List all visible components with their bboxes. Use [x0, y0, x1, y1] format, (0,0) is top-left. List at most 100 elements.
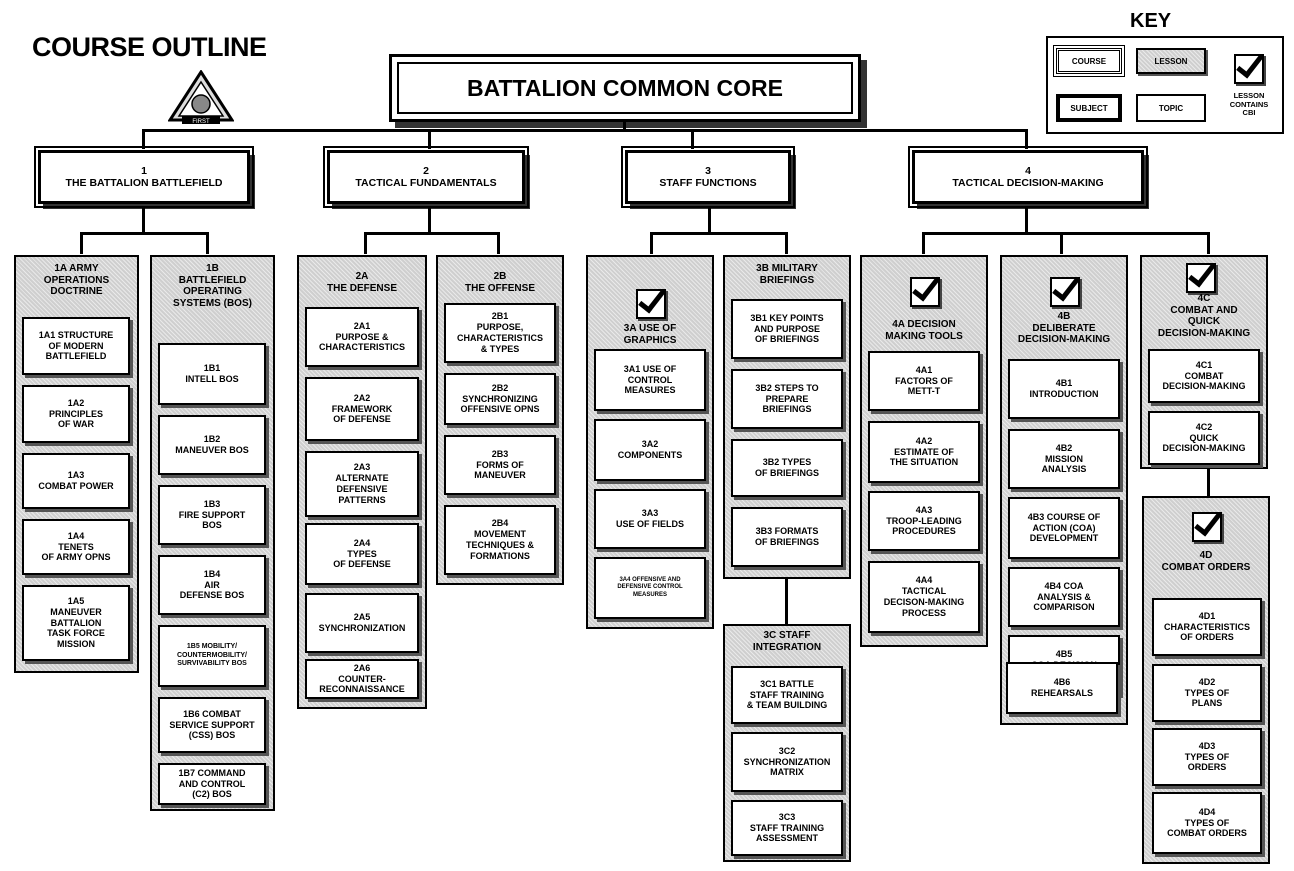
key-topic-swatch: TOPIC: [1136, 94, 1206, 122]
topic-box: 1B3 FIRE SUPPORT BOS: [158, 485, 266, 545]
key-legend: COURSE LESSON SUBJECT TOPIC LESSON CONTA…: [1046, 36, 1284, 134]
topic-box: 2A1 PURPOSE & CHARACTERISTICS: [305, 307, 419, 367]
lesson-1B: 1B BATTLEFIELD OPERATING SYSTEMS (BOS) 1…: [150, 255, 275, 811]
topic-box: 2A6 COUNTER- RECONNAISSANCE: [305, 659, 419, 699]
checkmark-icon: [1186, 263, 1216, 293]
topic-box: 4B1 INTRODUCTION: [1008, 359, 1120, 419]
topic-box: 4A3 TROOP-LEADING PROCEDURES: [868, 491, 980, 551]
unit-logo: FIRST: [167, 69, 235, 126]
checkmark-icon: [1192, 512, 1222, 542]
topic-box: 2A3 ALTERNATE DEFENSIVE PATTERNS: [305, 451, 419, 517]
connector: [497, 232, 500, 254]
topic-box: 3A4 OFFENSIVE AND DEFENSIVE CONTROL MEAS…: [594, 557, 706, 619]
connector: [142, 208, 145, 234]
key-lesson-swatch: LESSON: [1136, 48, 1206, 74]
topic-box: 4A2 ESTIMATE OF THE SITUATION: [868, 421, 980, 483]
topic-box: 3B2 TYPES OF BRIEFINGS: [731, 439, 843, 497]
topic-box: 3B3 FORMATS OF BRIEFINGS: [731, 507, 843, 567]
key-cbi-label: LESSON CONTAINS CBI: [1229, 91, 1269, 118]
lesson-title: 4B DELIBERATE DECISION-MAKING: [1017, 311, 1111, 345]
topic-box: 2B1 PURPOSE, CHARACTERISTICS & TYPES: [444, 303, 556, 363]
topic-box: 4B3 COURSE OF ACTION (COA) DEVELOPMENT: [1008, 497, 1120, 559]
topic-box: 1B7 COMMAND AND CONTROL (C2) BOS: [158, 763, 266, 805]
lesson-title: 3A USE OF GRAPHICS: [623, 323, 677, 346]
connector: [1025, 208, 1028, 234]
lesson-2B: 2B THE OFFENSE 2B1 PURPOSE, CHARACTERIST…: [436, 255, 564, 585]
topic-box: 2A4 TYPES OF DEFENSE: [305, 523, 419, 585]
connector: [922, 232, 925, 254]
topic-box: 4A4 TACTICAL DECISON-MAKING PROCESS: [868, 561, 980, 633]
topic-box: 1B4 AIR DEFENSE BOS: [158, 555, 266, 615]
connector: [364, 232, 367, 254]
topic-box: 1B2 MANEUVER BOS: [158, 415, 266, 475]
topic-box: 3C3 STAFF TRAINING ASSESSMENT: [731, 800, 843, 856]
connector: [1207, 468, 1210, 496]
lesson-title: 4A DECISION MAKING TOOLS: [885, 319, 963, 342]
topic-box: 2B3 FORMS OF MANEUVER: [444, 435, 556, 495]
key-title: KEY: [1130, 10, 1172, 32]
lesson-title: 2B THE OFFENSE: [464, 271, 535, 294]
connector: [80, 232, 208, 235]
subject-number: 3: [705, 165, 711, 177]
topic-box: 4B4 COA ANALYSIS & COMPARISON: [1008, 567, 1120, 627]
topic-box: 3A1 USE OF CONTROL MEASURES: [594, 349, 706, 411]
lesson-title: 3C STAFF INTEGRATION: [752, 630, 822, 653]
lesson-3A: 3A USE OF GRAPHICS 3A1 USE OF CONTROL ME…: [586, 255, 714, 629]
topic-box: 2B2 SYNCHRONIZING OFFENSIVE OPNS: [444, 373, 556, 425]
subject-name: THE BATTALION BATTLEFIELD: [65, 177, 223, 189]
connector: [650, 232, 653, 254]
topic-box: 3A2 COMPONENTS: [594, 419, 706, 481]
topic-box: 2A2 FRAMEWORK OF DEFENSE: [305, 377, 419, 441]
connector: [1207, 232, 1210, 254]
connector: [142, 129, 145, 149]
connector: [691, 129, 694, 149]
topic-box: 4D2 TYPES OF PLANS: [1152, 664, 1262, 722]
lesson-4B: 4B DELIBERATE DECISION-MAKING 4B1 INTROD…: [1000, 255, 1128, 725]
topic-box: 3C1 BATTLE STAFF TRAINING & TEAM BUILDIN…: [731, 666, 843, 724]
topic-box: 2A5 SYNCHRONIZATION: [305, 593, 419, 653]
course-box: BATTALION COMMON CORE: [389, 54, 861, 122]
topic-box: 4B6 REHEARSALS: [1006, 662, 1118, 714]
topic-box: 2B4 MOVEMENT TECHNIQUES & FORMATIONS: [444, 505, 556, 575]
topic-box: 3B2 STEPS TO PREPARE BRIEFINGS: [731, 369, 843, 429]
key-subject-swatch: SUBJECT: [1056, 94, 1122, 122]
topic-box: 1B1 INTELL BOS: [158, 343, 266, 405]
connector: [80, 232, 83, 254]
checkmark-icon: [1234, 54, 1264, 84]
lesson-4A: 4A DECISION MAKING TOOLS 4A1 FACTORS OF …: [860, 255, 988, 647]
lesson-title: 4C COMBAT AND QUICK DECISION-MAKING: [1157, 293, 1251, 339]
topic-box: 1A3 COMBAT POWER: [22, 453, 130, 509]
subject-name: STAFF FUNCTIONS: [659, 177, 757, 189]
subject-number: 4: [1025, 165, 1031, 177]
lesson-title: 4D COMBAT ORDERS: [1161, 550, 1251, 573]
connector: [785, 578, 788, 624]
subject-number: 1: [141, 165, 147, 177]
checkmark-icon: [1050, 277, 1080, 307]
lesson-1A: 1A ARMY OPERATIONS DOCTRINE 1A1 STRUCTUR…: [14, 255, 139, 673]
connector: [922, 232, 1209, 235]
topic-box: 3B1 KEY POINTS AND PURPOSE OF BRIEFINGS: [731, 299, 843, 359]
course-outline-title: COURSE OUTLINE: [32, 32, 267, 62]
connector: [785, 232, 788, 254]
topic-box: 1A1 STRUCTURE OF MODERN BATTLEFIELD: [22, 317, 130, 375]
lesson-3B: 3B MILITARY BRIEFINGS 3B1 KEY POINTS AND…: [723, 255, 851, 579]
connector: [708, 208, 711, 234]
topic-box: 4B2 MISSION ANALYSIS: [1008, 429, 1120, 489]
connector: [1060, 232, 1063, 254]
topic-box: 4C2 QUICK DECISION-MAKING: [1148, 411, 1260, 465]
subject-name: TACTICAL DECISION-MAKING: [952, 177, 1104, 189]
lesson-title: 2A THE DEFENSE: [326, 271, 397, 294]
connector: [142, 129, 1027, 132]
course-name: BATTALION COMMON CORE: [397, 62, 853, 114]
topic-box: 3A3 USE OF FIELDS: [594, 489, 706, 549]
lesson-2A: 2A THE DEFENSE 2A1 PURPOSE & CHARACTERIS…: [297, 255, 427, 709]
lesson-3C: 3C STAFF INTEGRATION 3C1 BATTLE STAFF TR…: [723, 624, 851, 862]
connector: [364, 232, 499, 235]
connector: [623, 122, 626, 130]
connector: [428, 129, 431, 149]
connector: [428, 208, 431, 234]
connector: [206, 232, 209, 254]
